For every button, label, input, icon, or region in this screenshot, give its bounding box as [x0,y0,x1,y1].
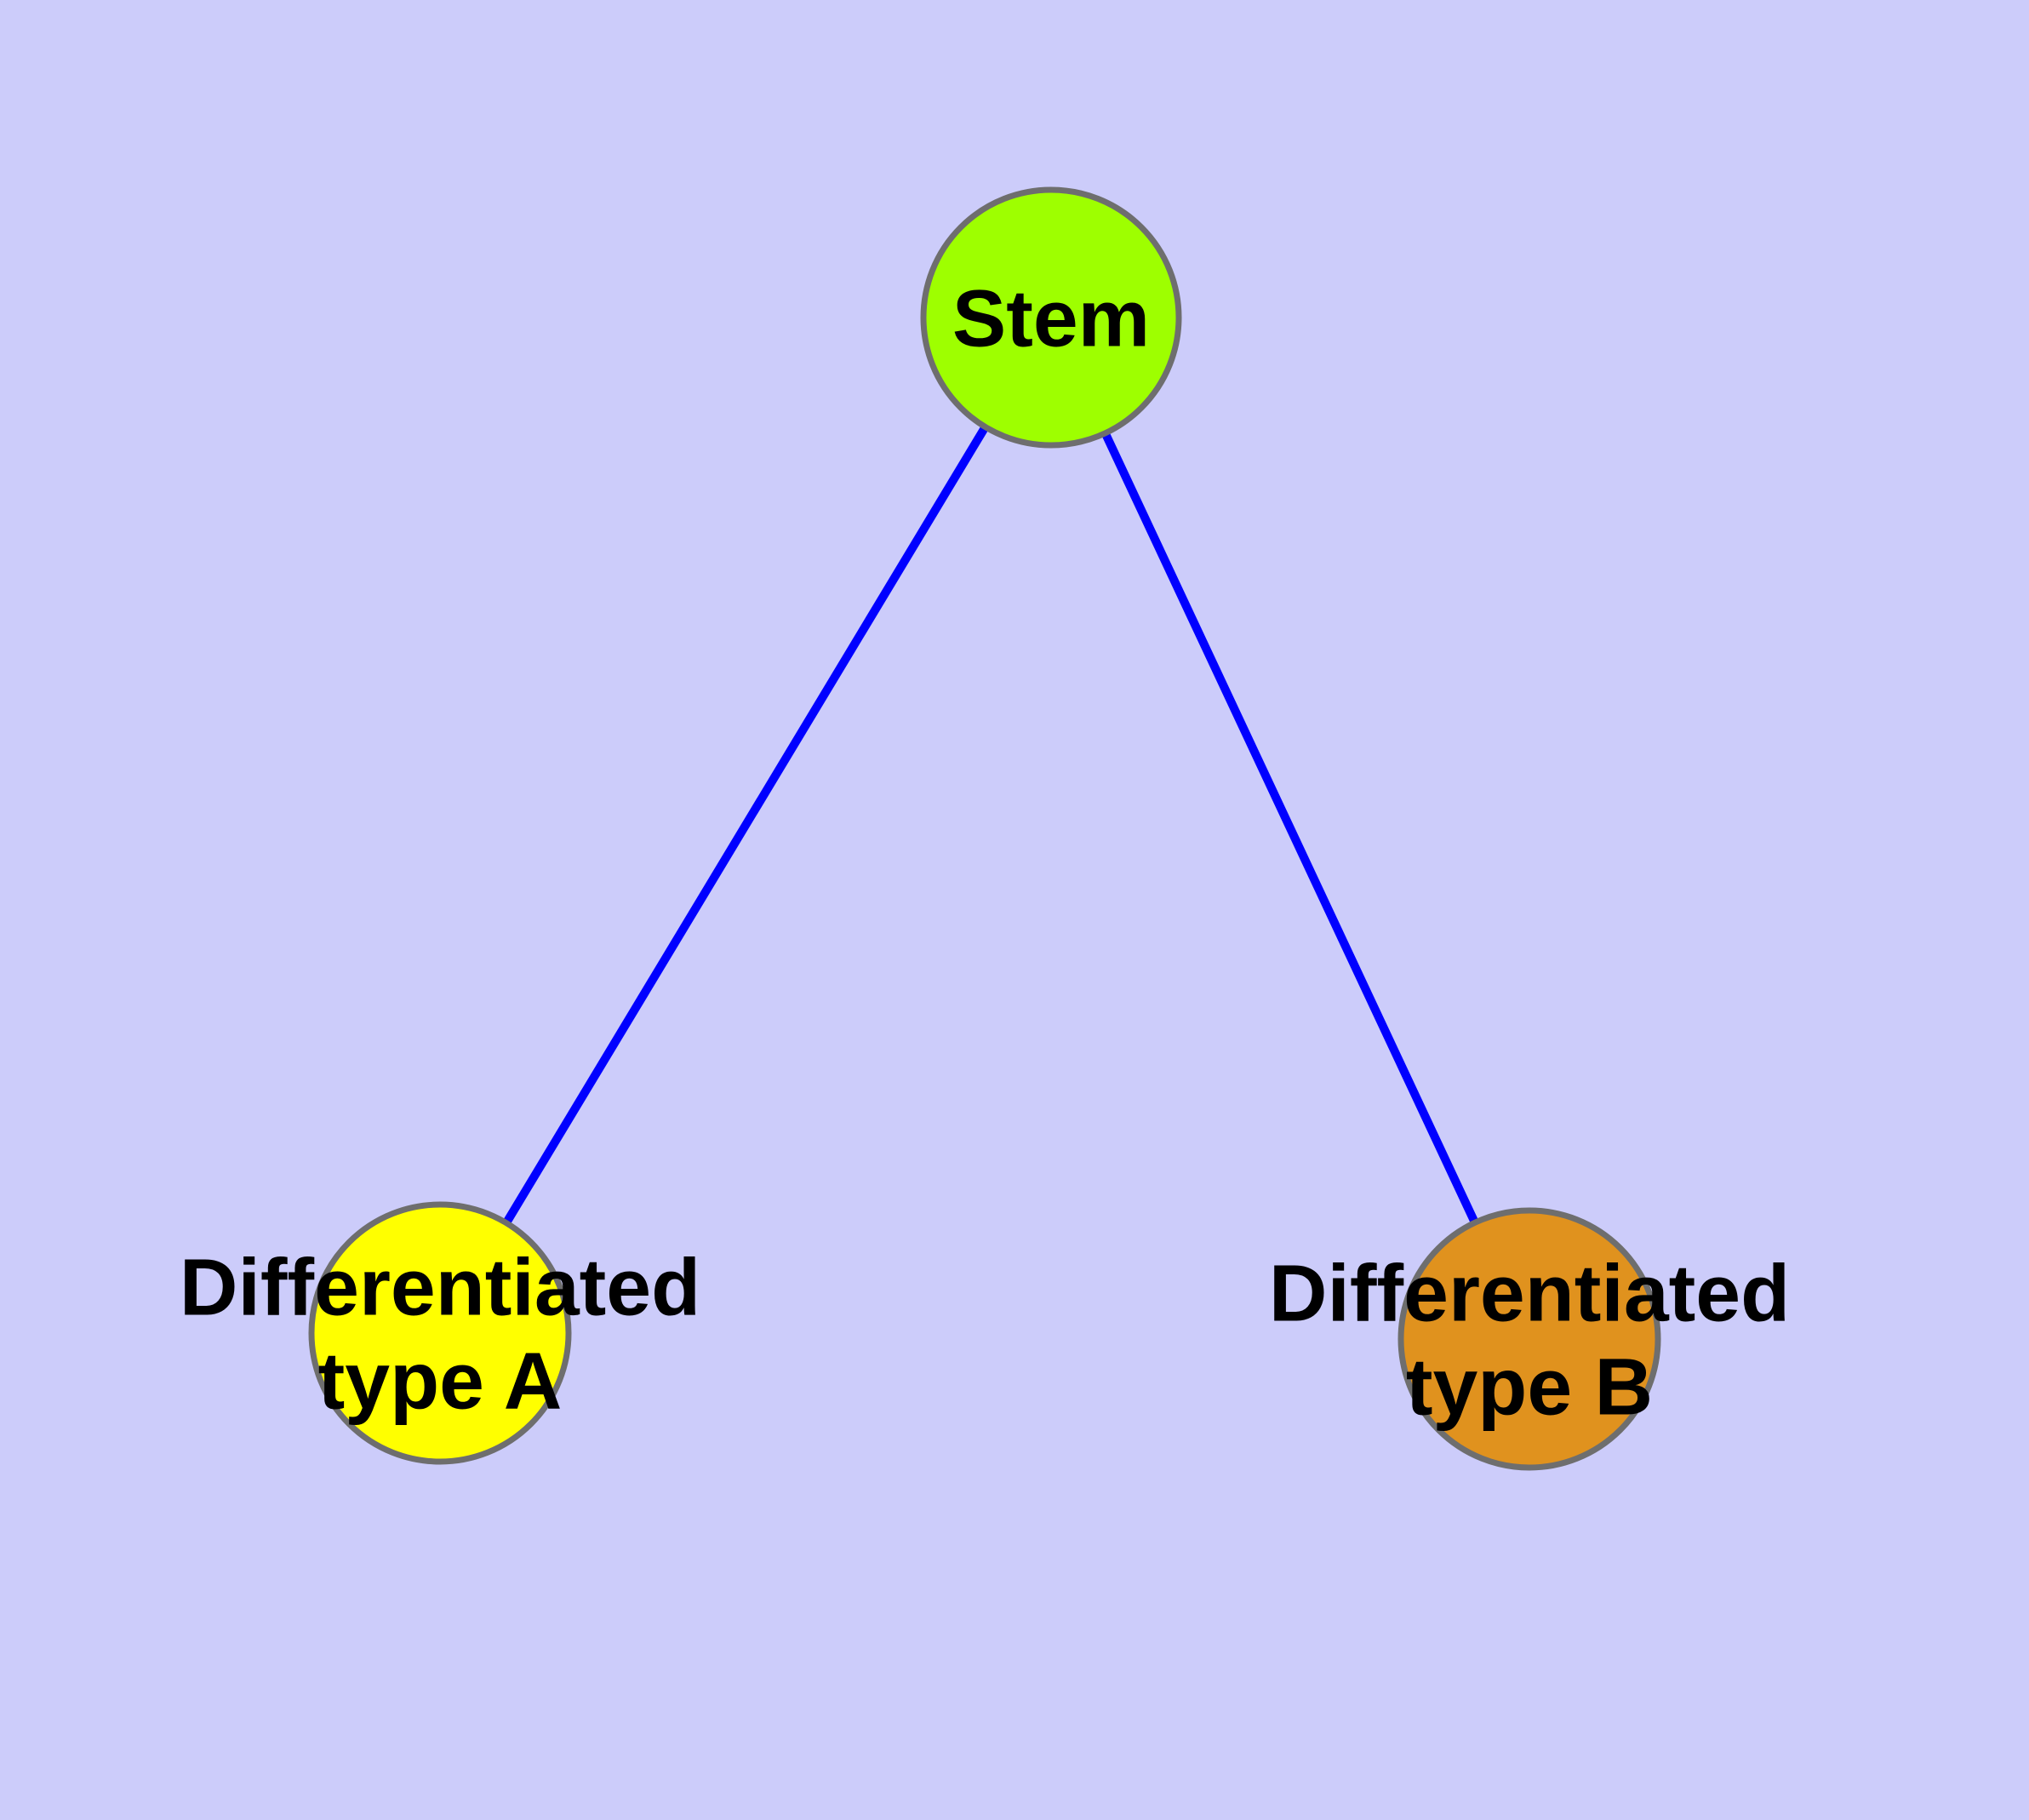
graph-node-stem[interactable] [920,186,1182,449]
graph-node-diff_a[interactable] [308,1201,572,1465]
graph-node-label-line: Differentiated [180,1243,700,1333]
graph-node-label-line: Stem [952,274,1150,364]
graph-node-label-line: Differentiated [1269,1249,1790,1339]
node-layer [308,186,1661,1471]
graph-node-label-line: type A [318,1336,563,1427]
graph-edge[interactable] [436,315,1055,1336]
graph-node-label-line: type B [1406,1342,1653,1433]
graph-node-diff_b[interactable] [1397,1207,1661,1471]
edge-layer [436,315,1534,1342]
graph-node-label-stem: Stem [952,274,1150,364]
graph-edge[interactable] [1047,315,1534,1342]
